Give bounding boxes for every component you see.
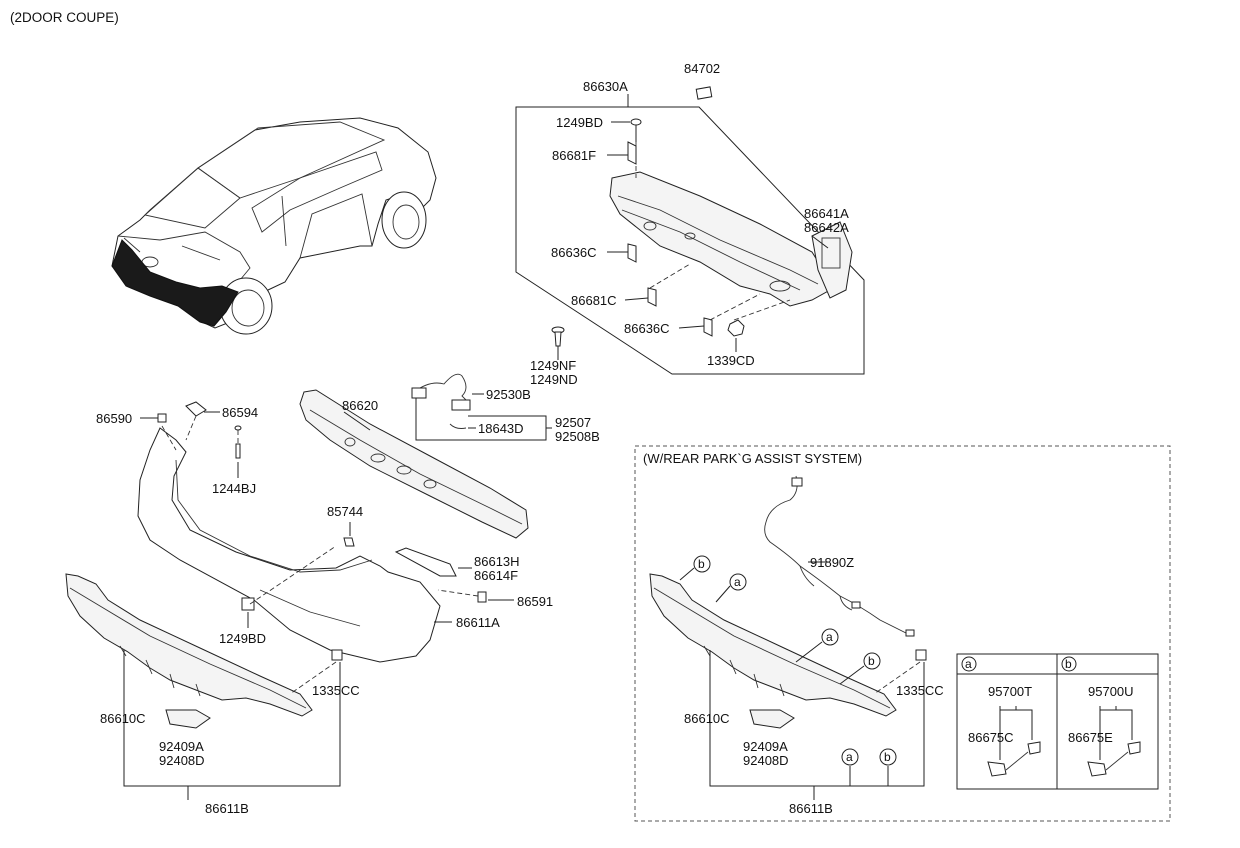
label-86630a: 86630A bbox=[583, 79, 628, 94]
label-86613h: 86613H bbox=[474, 554, 520, 569]
callout-b-2: b bbox=[863, 652, 881, 670]
label-86610c-park: 86610C bbox=[684, 711, 730, 726]
label-92508b: 92508B bbox=[555, 429, 600, 444]
label-18643d: 18643D bbox=[478, 421, 524, 436]
label-92408d-park: 92408D bbox=[743, 753, 789, 768]
label-86591: 86591 bbox=[517, 594, 553, 609]
svg-text:a: a bbox=[965, 657, 972, 671]
label-86681c: 86681C bbox=[571, 293, 617, 308]
label-1244bj: 1244BJ bbox=[212, 481, 256, 496]
label-1249nf: 1249NF bbox=[530, 358, 576, 373]
label-91890z: 91890Z bbox=[810, 555, 854, 570]
bumper-cover-upper bbox=[137, 401, 514, 663]
bumper-lower-left bbox=[65, 573, 343, 800]
label-1335cc-left: 1335CC bbox=[312, 683, 360, 698]
reinforcement-assembly bbox=[515, 86, 865, 375]
car-illustration bbox=[111, 117, 437, 335]
svg-text:a: a bbox=[846, 750, 853, 764]
sensor-table bbox=[956, 653, 1159, 790]
label-84702: 84702 bbox=[684, 61, 720, 76]
svg-text:b: b bbox=[1065, 657, 1072, 671]
label-1249nd: 1249ND bbox=[530, 372, 578, 387]
label-1249bd-top: 1249BD bbox=[556, 115, 603, 130]
label-95700u: 95700U bbox=[1088, 684, 1134, 699]
label-86594: 86594 bbox=[222, 405, 258, 420]
label-86675c: 86675C bbox=[968, 730, 1014, 745]
callout-a-3: a bbox=[841, 748, 859, 766]
label-1249bd-bottom: 1249BD bbox=[219, 631, 266, 646]
label-92408d-left: 92408D bbox=[159, 753, 205, 768]
callout-a-2: a bbox=[821, 628, 839, 646]
variant-title: (2DOOR COUPE) bbox=[10, 10, 119, 25]
park-assist-panel bbox=[634, 445, 1171, 822]
label-92507: 92507 bbox=[555, 415, 591, 430]
label-86636c-a: 86636C bbox=[551, 245, 597, 260]
callout-b-3: b bbox=[879, 748, 897, 766]
callout-a-1: a bbox=[729, 573, 747, 591]
callout-b-1: b bbox=[693, 555, 711, 573]
energy-absorber bbox=[299, 389, 529, 539]
svg-text:a: a bbox=[826, 630, 833, 644]
svg-text:b: b bbox=[698, 557, 705, 571]
label-1335cc-park: 1335CC bbox=[896, 683, 944, 698]
label-86681f: 86681F bbox=[552, 148, 596, 163]
label-85744: 85744 bbox=[327, 504, 363, 519]
label-86611b-left: 86611B bbox=[205, 801, 249, 816]
wiring-lamp-group bbox=[411, 373, 552, 441]
label-1339cd: 1339CD bbox=[707, 353, 755, 368]
table-key-b: b bbox=[1061, 656, 1077, 672]
label-86642a: 86642A bbox=[804, 220, 849, 235]
label-86611b-park: 86611B bbox=[789, 801, 833, 816]
label-92530b: 92530B bbox=[486, 387, 531, 402]
label-86641a: 86641A bbox=[804, 206, 849, 221]
label-92409a-left: 92409A bbox=[159, 739, 204, 754]
label-95700t: 95700T bbox=[988, 684, 1032, 699]
park-assist-harness bbox=[764, 475, 915, 637]
label-86614f: 86614F bbox=[474, 568, 518, 583]
label-86610c-left: 86610C bbox=[100, 711, 146, 726]
svg-text:b: b bbox=[884, 750, 891, 764]
label-92409a-park: 92409A bbox=[743, 739, 788, 754]
label-86590: 86590 bbox=[96, 411, 132, 426]
table-key-a: a bbox=[961, 656, 977, 672]
label-86636c-b: 86636C bbox=[624, 321, 670, 336]
bumper-lower-park bbox=[649, 567, 927, 800]
label-86611a: 86611A bbox=[456, 615, 500, 630]
svg-text:a: a bbox=[734, 575, 741, 589]
bolt-1249nf bbox=[551, 326, 565, 360]
park-assist-title: (W/REAR PARK`G ASSIST SYSTEM) bbox=[643, 451, 862, 466]
label-86675e: 86675E bbox=[1068, 730, 1113, 745]
label-86620: 86620 bbox=[342, 398, 378, 413]
svg-text:b: b bbox=[868, 654, 875, 668]
